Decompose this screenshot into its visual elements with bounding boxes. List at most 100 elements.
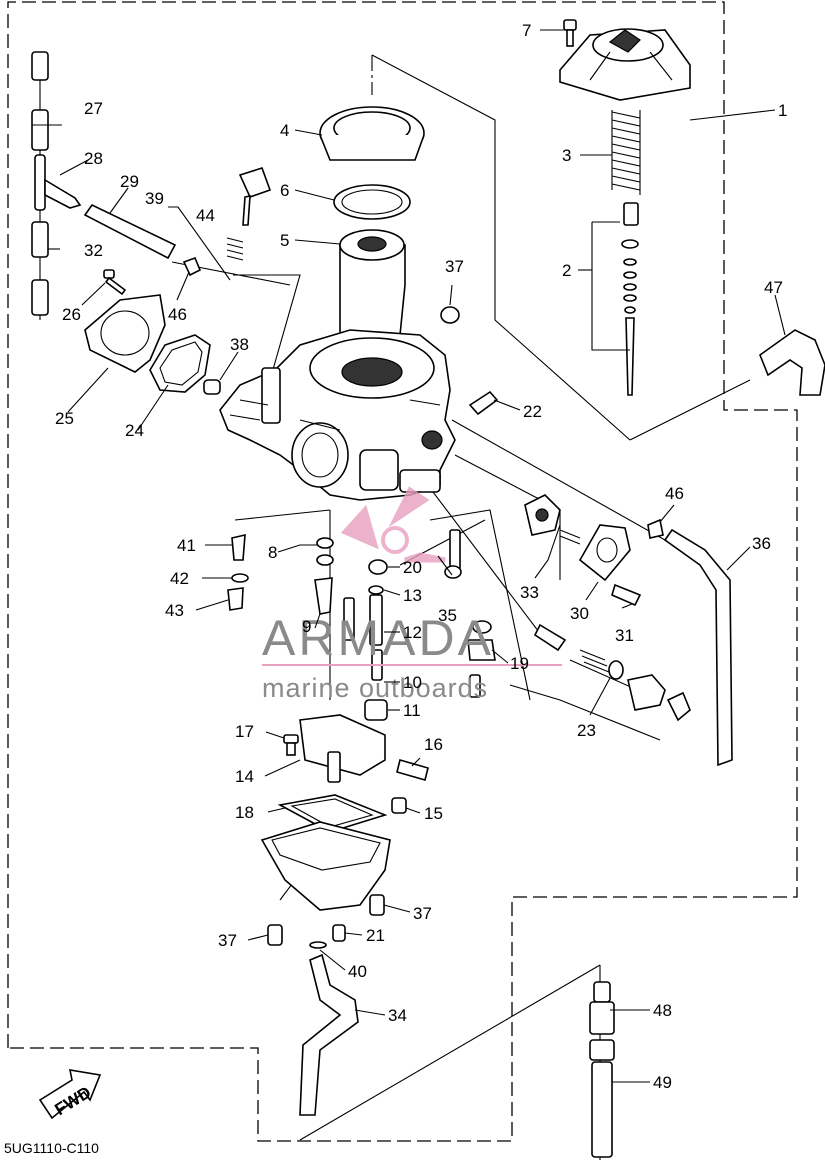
reference-lines xyxy=(39,54,751,1160)
carburetor-body xyxy=(219,329,456,501)
plug-38 xyxy=(440,306,460,324)
callout-29: 29 xyxy=(120,172,139,191)
diaphragm-cap xyxy=(559,28,691,101)
pin-16 xyxy=(396,759,429,781)
screw-15 xyxy=(391,797,407,814)
screw-17 xyxy=(283,734,299,756)
screw-37-right xyxy=(369,894,385,916)
callout-18: 18 xyxy=(235,803,254,822)
callout-5: 5 xyxy=(280,231,289,250)
callout-labels: 7 1 3 2 4 6 5 27 28 29 39 44 32 37 47 26… xyxy=(55,21,787,1092)
fwd-arrow-icon: FWD xyxy=(38,1069,102,1119)
hose-29 xyxy=(83,203,177,260)
callout-46b: 46 xyxy=(665,484,684,503)
clip-46-left xyxy=(182,256,202,277)
screw-37-left xyxy=(267,924,283,946)
callout-42: 41 xyxy=(177,536,196,555)
callout-38: 37 xyxy=(445,257,464,276)
callout-32: 32 xyxy=(84,241,103,260)
hose-27 xyxy=(31,51,49,151)
gasket-33 xyxy=(524,494,561,536)
callout-28: 28 xyxy=(84,149,103,168)
drain-screw-21 xyxy=(332,924,346,942)
spring-45 xyxy=(226,237,244,261)
callout-13: 13 xyxy=(403,586,422,605)
callout-7: 7 xyxy=(522,21,531,40)
callout-46a: 46 xyxy=(168,305,187,324)
callout-1: 1 xyxy=(778,101,787,120)
callout-45: 44 xyxy=(196,206,215,225)
screw-26 xyxy=(103,269,127,296)
hose-47 xyxy=(759,329,825,396)
spring-33b xyxy=(559,529,581,545)
needle-valve-42 xyxy=(227,533,249,611)
throttle-piston xyxy=(339,229,406,336)
callout-12: 12 xyxy=(403,623,422,642)
callout-27: 27 xyxy=(84,99,103,118)
needle-jet-set xyxy=(314,537,388,721)
callout-49: 49 xyxy=(653,1073,672,1092)
watermark-brand: ARMADA xyxy=(262,610,494,666)
hose-32 xyxy=(31,221,49,316)
cover-plate-25 xyxy=(84,294,166,373)
callout-6: 6 xyxy=(280,181,289,200)
gasket-18 xyxy=(277,794,388,833)
watermark-logo: ARMADA marine outboards xyxy=(262,486,562,703)
propeller-logo-icon xyxy=(340,486,446,563)
callout-35: 35 xyxy=(438,606,457,625)
callout-4: 4 xyxy=(280,121,289,140)
coil-spring xyxy=(611,110,641,195)
callout-14: 14 xyxy=(235,767,254,786)
callout-25: 25 xyxy=(55,409,74,428)
callout-34: 34 xyxy=(388,1006,407,1025)
callout-41: 40 xyxy=(348,962,367,981)
screw xyxy=(563,19,577,47)
screw-31 xyxy=(611,583,642,607)
callout-19: 19 xyxy=(510,654,529,673)
callout-10: 10 xyxy=(403,673,422,692)
callout-8: 8 xyxy=(268,543,277,562)
plug-39 xyxy=(203,379,221,395)
callout-36: 36 xyxy=(752,534,771,553)
diaphragm-seal xyxy=(319,106,425,161)
callout-37b: 37 xyxy=(218,931,237,950)
callout-16: 16 xyxy=(424,735,443,754)
float-bowl xyxy=(260,821,391,911)
callout-24: 24 xyxy=(125,421,144,440)
nipple-22 xyxy=(468,390,499,416)
drain-hose-34 xyxy=(299,953,359,1116)
callout-33: 33 xyxy=(520,583,539,602)
hose-36 xyxy=(663,528,733,767)
callout-39: 38 xyxy=(230,335,249,354)
callout-48: 48 xyxy=(653,1001,672,1020)
float-14 xyxy=(299,714,386,783)
o-ring-large xyxy=(333,184,411,220)
callout-11: 11 xyxy=(403,701,421,720)
callout-30: 30 xyxy=(570,604,589,623)
callout-20: 20 xyxy=(403,558,422,577)
clip-41 xyxy=(309,941,327,949)
assembly-boundary xyxy=(7,1,798,1142)
callout-15: 15 xyxy=(424,804,443,823)
callout-21: 21 xyxy=(366,926,385,945)
hose-49 xyxy=(589,1039,615,1158)
pilot-screw-40 xyxy=(238,167,272,226)
callout-40: 39 xyxy=(145,189,164,208)
callout-2: 2 xyxy=(562,261,571,280)
diagram-code: 5UG1110-C110 xyxy=(4,1140,99,1156)
callout-22: 22 xyxy=(523,402,542,421)
clip-46-right xyxy=(647,518,664,539)
callout-26: 26 xyxy=(62,305,81,324)
callout-3: 3 xyxy=(562,146,571,165)
callout-43: 42 xyxy=(170,569,189,588)
joint-48 xyxy=(589,981,615,1035)
jet-35 xyxy=(444,529,462,579)
callout-9: 9 xyxy=(302,617,311,636)
callout-31: 31 xyxy=(615,626,634,645)
callout-23: 23 xyxy=(577,721,596,740)
jet-19 xyxy=(467,620,496,698)
cover-30 xyxy=(578,524,631,582)
jet-needle-kit xyxy=(591,202,639,396)
callout-47: 47 xyxy=(764,278,783,297)
